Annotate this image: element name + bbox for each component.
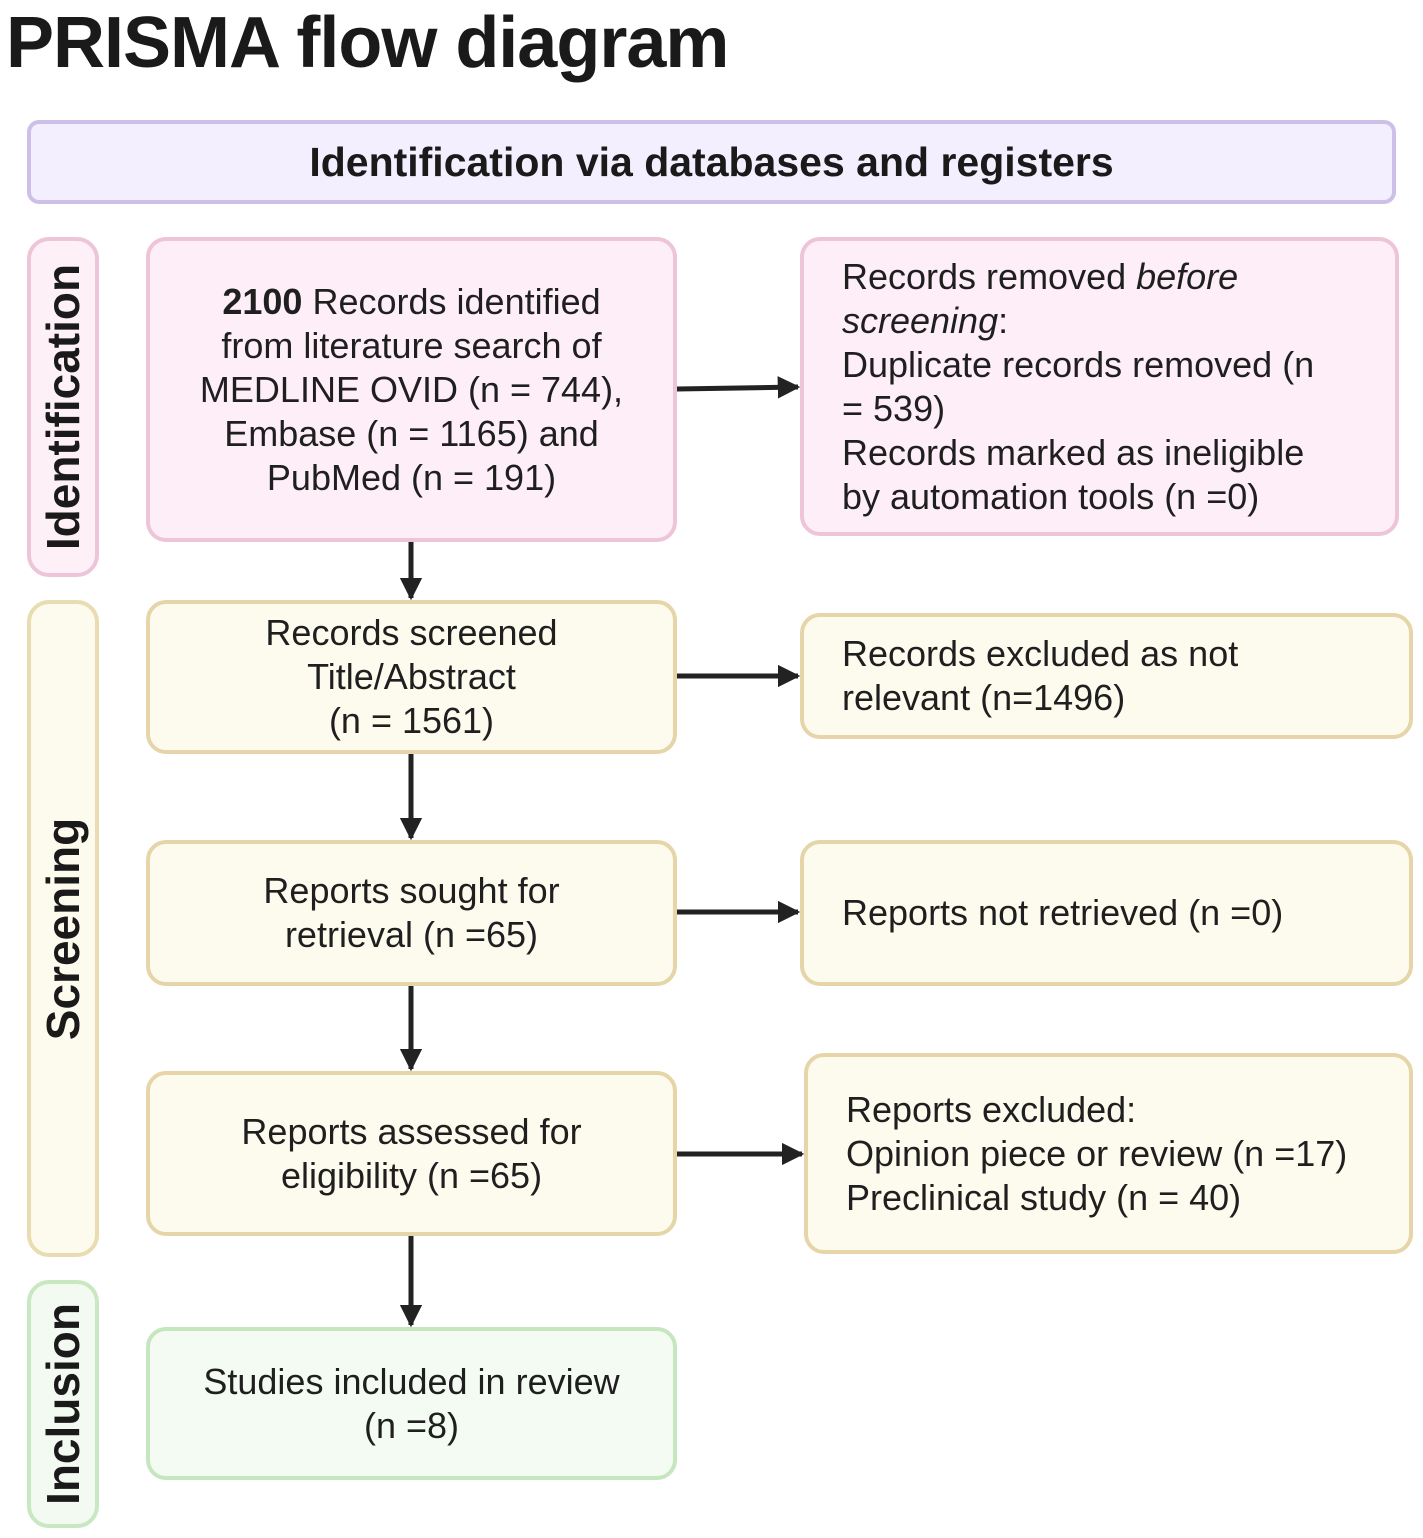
records-identified-line1-text: Records identified: [312, 280, 601, 322]
records-removed-line1-text: Records removed: [842, 255, 1137, 297]
reports-sought-line2: retrieval (n =65): [284, 914, 539, 955]
phase-inclusion-label: Inclusion: [37, 1303, 89, 1505]
records-removed-line3: Duplicate records removed (n: [842, 343, 1315, 385]
records-removed-screening-text: screening: [842, 299, 999, 341]
records-screened-line2: Title/Abstract: [307, 656, 516, 697]
reports-not-retrieved-line1: Reports not retrieved (n =0): [842, 892, 1284, 933]
records-removed-colon: :: [998, 299, 1009, 341]
reports-excluded-box: Reports excluded: Opinion piece or revie…: [804, 1053, 1413, 1254]
studies-included-line1: Studies included in review: [203, 1360, 620, 1402]
records-identified-count: 2100: [222, 280, 303, 322]
phase-screening: Screening: [27, 600, 99, 1257]
reports-excluded-line2: Opinion piece or review (n =17): [846, 1132, 1348, 1174]
records-removed-before-text: before: [1136, 255, 1239, 297]
records-removed-box: Records removed before screening: Duplic…: [800, 237, 1399, 536]
phase-inclusion: Inclusion: [27, 1280, 99, 1528]
records-identified-line2: from literature search of: [221, 324, 602, 366]
records-removed-line1: Records removed before: [842, 255, 1375, 299]
studies-included-box: Studies included in review (n =8): [146, 1327, 677, 1480]
records-identified-line1: 2100 Records identified: [222, 280, 600, 324]
reports-sought-box: Reports sought for retrieval (n =65): [146, 840, 677, 986]
records-identified-line3: MEDLINE OVID (n = 744),: [199, 368, 624, 410]
arrow-identified-to-removed: [676, 376, 801, 399]
reports-excluded-line1: Reports excluded:: [846, 1088, 1137, 1130]
identification-header-text: Identification via databases and registe…: [309, 138, 1114, 185]
records-screened-line3: (n = 1561): [328, 700, 495, 741]
reports-assessed-line2: eligibility (n =65): [280, 1154, 543, 1196]
records-screened-line1: Records screened: [265, 612, 558, 653]
phase-identification: Identification: [27, 237, 99, 577]
records-identified-line4: Embase (n = 1165) and: [224, 412, 599, 454]
records-removed-line4: = 539): [842, 387, 946, 429]
records-excluded-line1: Records excluded as not: [842, 633, 1239, 674]
records-excluded-line2: relevant (n=1496): [842, 677, 1126, 718]
reports-excluded-line3: Preclinical study (n = 40): [846, 1176, 1242, 1218]
reports-not-retrieved-box: Reports not retrieved (n =0): [800, 840, 1413, 986]
diagram-title: PRISMA flow diagram: [6, 3, 729, 83]
phase-screening-label: Screening: [37, 817, 89, 1040]
phase-identification-label: Identification: [37, 263, 89, 551]
records-removed-line2: screening:: [842, 299, 1375, 343]
studies-included-line2: (n =8): [363, 1404, 460, 1446]
records-excluded-box: Records excluded as not relevant (n=1496…: [800, 613, 1413, 739]
records-screened-box: Records screened Title/Abstract (n = 156…: [146, 600, 677, 754]
records-identified-box: 2100 Records identified from literature …: [146, 237, 677, 542]
reports-sought-line1: Reports sought for: [263, 870, 560, 911]
identification-header: Identification via databases and registe…: [27, 120, 1396, 204]
records-removed-line5: Records marked as ineligible: [842, 431, 1305, 473]
records-removed-line6: by automation tools (n =0): [842, 475, 1260, 517]
reports-assessed-box: Reports assessed for eligibility (n =65): [146, 1071, 677, 1236]
records-identified-line5: PubMed (n = 191): [266, 456, 557, 498]
reports-assessed-line1: Reports assessed for: [241, 1110, 582, 1152]
